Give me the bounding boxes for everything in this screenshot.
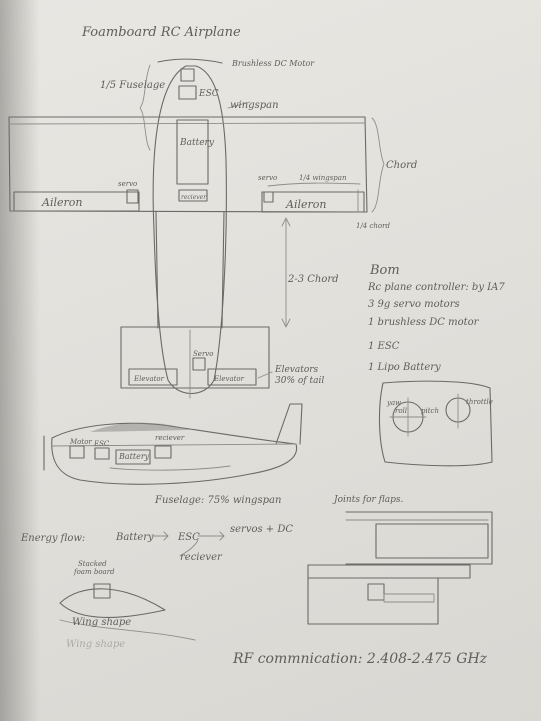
right-elevator <box>207 368 257 386</box>
bom-item: 3 9g servo motors <box>368 299 460 310</box>
vertical-tail <box>275 403 303 445</box>
battery-box <box>176 119 209 185</box>
wingspan-label: wingspan <box>230 100 279 111</box>
stacked-label-line2: foam board <box>73 568 115 576</box>
top-view-drawing: Brushless DC Motor ESC 1/5 Fuselage wing… <box>8 58 417 399</box>
energy-esc: ESC <box>177 532 200 543</box>
wing-shape-drawing: Stacked foam board Wing shape Wing shape <box>59 560 196 650</box>
wing-shape-faint-label: Wing shape <box>66 639 125 650</box>
bom-item: Rc plane controller: by IA7 <box>367 282 505 293</box>
main-wing <box>8 116 368 213</box>
left-aileron <box>13 191 140 212</box>
battery-label: Battery <box>179 138 215 148</box>
rf-communication: RF commnication: 2.408-2.475 GHz <box>232 651 488 667</box>
right-aileron-label: Aileron <box>285 198 326 211</box>
tail-boom-right <box>221 211 225 329</box>
bom-heading: Bom <box>369 263 400 278</box>
fuselage-note: Fuselage: 75% wingspan <box>154 495 281 506</box>
horizontal-stabilizer <box>120 326 270 389</box>
joint-lower-top <box>307 564 471 579</box>
left-elevator <box>128 368 178 386</box>
left-elevator-label: Elevator <box>133 375 165 383</box>
page-shadow <box>0 0 40 721</box>
reciever-label: reciever <box>181 194 207 201</box>
stacked-board <box>93 583 111 599</box>
side-motor-label: Motor <box>69 438 92 446</box>
bom-item: 1 Lipo Battery <box>368 362 441 373</box>
side-esc-label: ESC <box>93 440 110 448</box>
right-aileron <box>261 191 365 213</box>
tail-boom-left <box>155 211 159 329</box>
side-esc-box <box>94 447 110 460</box>
esc-box <box>178 85 197 100</box>
fuselage-outline <box>152 65 227 394</box>
wing-profile <box>59 588 166 619</box>
bom-item: 1 ESC <box>368 341 400 352</box>
joint-upper-outer <box>345 511 493 565</box>
side-battery-label: Battery <box>118 452 150 461</box>
right-elevator-label: Elevator <box>213 375 245 383</box>
bom-item: 1 brushless DC motor <box>368 317 480 328</box>
quarter-chord-label: 1/4 chord <box>356 222 390 230</box>
elevator-note-line1: Elevators <box>274 365 319 375</box>
controller-drawing: yaw roll pitch throttle <box>378 380 493 467</box>
side-reciever-box <box>154 445 172 459</box>
quarter-wingspan-label: 1/4 wingspan <box>299 174 347 182</box>
side-view-drawing: Motor ESC Battery reciever Fuselage: 75%… <box>43 403 303 506</box>
throttle-label: throttle <box>466 398 493 406</box>
fuselage-bracket <box>139 64 151 151</box>
tail-servo-label: Servo <box>193 350 213 358</box>
left-aileron-label: Aileron <box>41 196 82 209</box>
propeller <box>157 58 223 64</box>
joint-upper-flap <box>375 523 489 559</box>
motor-label: Brushless DC Motor <box>231 59 315 68</box>
left-servo-label: servo <box>118 180 137 188</box>
roll-label: roll <box>395 407 407 415</box>
fuselage-label: 1/5 Fuselage <box>100 80 165 91</box>
motor-box <box>180 68 195 82</box>
yaw-label: yaw <box>386 399 401 407</box>
joint-hinge <box>367 583 385 601</box>
joints-label: Joints for flaps. <box>332 495 403 505</box>
tail-servo <box>192 357 206 371</box>
energy-reciever: reciever <box>180 552 223 563</box>
pitch-label: pitch <box>421 407 439 415</box>
controller-outline <box>378 380 493 467</box>
side-fuselage <box>51 422 298 485</box>
right-servo-label: servo <box>258 174 277 182</box>
reciever-box <box>178 189 208 202</box>
joint-lower-body <box>307 577 439 625</box>
energy-outputs: servos + DC <box>230 524 293 535</box>
tail-distance-label: 2-3 Chord <box>287 274 339 285</box>
elevator-note-line2: 30% of tail <box>275 376 324 386</box>
right-servo <box>263 191 274 203</box>
bill-of-materials: Bom Rc plane controller: by IA7 3 9g ser… <box>367 263 505 373</box>
stacked-label-line1: Stacked <box>78 560 107 568</box>
left-servo <box>126 189 139 204</box>
energy-flow: Energy flow: Battery ESC servos + DC rec… <box>20 524 293 563</box>
esc-label: ESC <box>198 89 219 99</box>
side-reciever-label: reciever <box>155 434 185 442</box>
energy-battery: Battery <box>115 532 154 543</box>
wing-shape-label: Wing shape <box>72 617 131 628</box>
side-battery-box <box>115 449 151 465</box>
energy-flow-label: Energy flow: <box>20 533 85 544</box>
page-title: Foamboard RC Airplane <box>81 25 241 40</box>
chord-label: Chord <box>386 160 417 171</box>
joints-drawing: Joints for flaps. <box>307 495 493 625</box>
quarter-wingspan-bracket <box>267 182 361 187</box>
side-motor-box <box>69 445 85 459</box>
chord-bracket <box>371 117 385 213</box>
